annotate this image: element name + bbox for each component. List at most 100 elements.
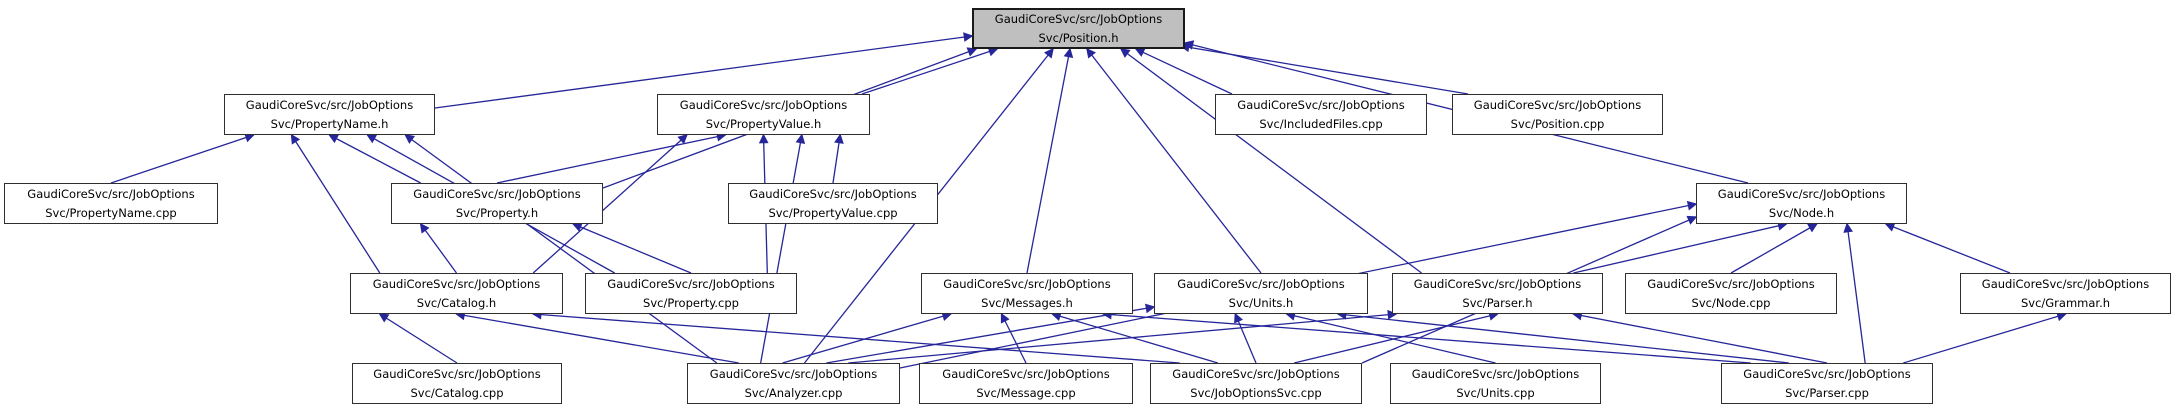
include-edge-propertyname_cpp-to-propertyname_h [110,133,255,184]
include-edge-catalog_h-to-property_h [419,222,458,274]
node-label-line2: Svc/Catalog.cpp [410,385,504,400]
node-label-line2: Svc/Property.cpp [643,295,739,310]
node-label-line2: Svc/IncludedFiles.cpp [1259,116,1383,131]
include-edge-joboptionssvc_cpp-to-parser_h [1294,311,1499,364]
node-label-line1: GaudiCoreSvc/src/JobOptions [1647,277,1815,292]
include-edge-joboptionssvc_cpp-to-messages_h [1051,311,1219,364]
node-label-line1: GaudiCoreSvc/src/JobOptions [413,187,581,202]
include-edge-parser_cpp-to-node_h [1843,222,1866,364]
include-edge-parser_cpp-to-units_h [1336,310,1789,364]
node-label-line2: Svc/Messages.h [981,295,1073,310]
node-label-line1: GaudiCoreSvc/src/JobOptions [1743,367,1911,382]
node-label-line2: Svc/PropertyValue.cpp [768,205,898,220]
node-label-line2: Svc/Parser.h [1462,295,1533,310]
include-edge-analyzer_cpp-to-units_h [826,303,1156,364]
node-label-line2: Svc/Analyzer.cpp [744,385,843,400]
include-edge-analyzer_cpp-to-propertyname_h [404,134,718,364]
node-label-line1: GaudiCoreSvc/src/JobOptions [1411,367,1580,382]
node-label-line1: GaudiCoreSvc/src/JobOptions [749,187,917,202]
include-edge-catalog_cpp-to-catalog_h [378,313,458,364]
include-edge-units_cpp-to-units_h [1285,311,1496,364]
node-label-line2: Svc/Catalog.h [416,295,497,310]
include-edge-catalog_h-to-propertyvalue_h [532,134,688,274]
node-label-line2: Svc/Units.h [1228,295,1294,310]
node-label-line2: Svc/Message.cpp [976,385,1076,400]
include-edge-propertyname_h-to-position_h [434,32,974,109]
node-label-line2: Svc/PropertyName.cpp [45,205,177,220]
node-label-line2: Svc/Node.h [1768,205,1835,220]
node-label-line1: GaudiCoreSvc/src/JobOptions [1473,98,1642,113]
include-edge-analyzer_cpp-to-messages_h [782,311,953,364]
include-edge-messages_h-to-position_h [1026,47,1074,274]
include-edge-analyzer_cpp-to-parser_h [848,309,1398,364]
node-label-line1: GaudiCoreSvc/src/JobOptions [245,98,414,113]
node-label-line2: Svc/JobOptionsSvc.cpp [1190,385,1322,400]
include-edge-joboptionssvc_cpp-to-units_h [1234,312,1257,364]
node-label-line1: GaudiCoreSvc/src/JobOptions [27,187,195,202]
node-label-line1: GaudiCoreSvc/src/JobOptions [1413,277,1582,292]
node-label-line1: GaudiCoreSvc/src/JobOptions [1981,277,2150,292]
include-edge-includedfiles_cpp-to-position_h [1134,48,1233,95]
include-edge-message_cpp-to-messages_h [1000,312,1027,364]
node-label-line2: Svc/PropertyValue.h [705,116,822,131]
node-label-line1: GaudiCoreSvc/src/JobOptions [709,367,878,382]
node-label-line2: Svc/Property.h [455,205,539,220]
node-label-line1: GaudiCoreSvc/src/JobOptions [1717,187,1886,202]
include-edge-property_h-to-propertyname_h [328,134,421,184]
node-label-line1: GaudiCoreSvc/src/JobOptions [1177,277,1345,292]
node-label-line1: GaudiCoreSvc/src/JobOptions [372,277,541,292]
node-label-line2: Svc/Parser.cpp [1785,385,1869,400]
node-label-line2: Svc/Position.h [1038,30,1119,45]
include-edge-analyzer_cpp-to-catalog_h [455,310,739,364]
include-edge-catalog_h-to-propertyname_h [290,133,381,274]
node-label-line2: Svc/Node.cpp [1691,295,1771,310]
include-edge-units_h-to-position_h [1086,47,1262,274]
node-label-line2: Svc/PropertyName.h [270,116,389,131]
include-edge-parser_cpp-to-messages_h [1101,309,1751,364]
node-label-line1: GaudiCoreSvc/src/JobOptions [373,367,541,382]
include-edge-propertyvalue_cpp-to-propertyvalue_h [832,133,844,184]
node-label-line1: GaudiCoreSvc/src/JobOptions [1172,367,1340,382]
node-label-line2: Svc/Grammar.h [2020,295,2111,310]
include-edge-node_cpp-to-node_h [1730,223,1818,274]
include-edge-parser_cpp-to-parser_h [1572,310,1828,364]
include-edge-grammar_h-to-node_h [1884,222,2011,274]
include-edge-analyzer_cpp-to-propertyvalue_h [759,133,806,364]
node-label-line2: Svc/Units.cpp [1456,385,1535,400]
include-edge-property_cpp-to-property_h [571,222,692,274]
node-label-line1: GaudiCoreSvc/src/JobOptions [679,98,848,113]
include-edge-propertyvalue_h-to-position_h [861,46,999,95]
node-label-line2: Svc/Position.cpp [1510,116,1605,131]
include-edge-joboptionssvc_cpp-to-catalog_h [531,309,1180,364]
node-label-line1: GaudiCoreSvc/src/JobOptions [942,367,1110,382]
node-label-line1: GaudiCoreSvc/src/JobOptions [1237,98,1405,113]
include-edge-parser_h-to-node_h [1573,221,1788,274]
include-edge-property_h-to-propertyvalue_h [496,131,727,184]
node-label-line1: GaudiCoreSvc/src/JobOptions [943,277,1111,292]
node-label-line1: GaudiCoreSvc/src/JobOptions [607,277,775,292]
